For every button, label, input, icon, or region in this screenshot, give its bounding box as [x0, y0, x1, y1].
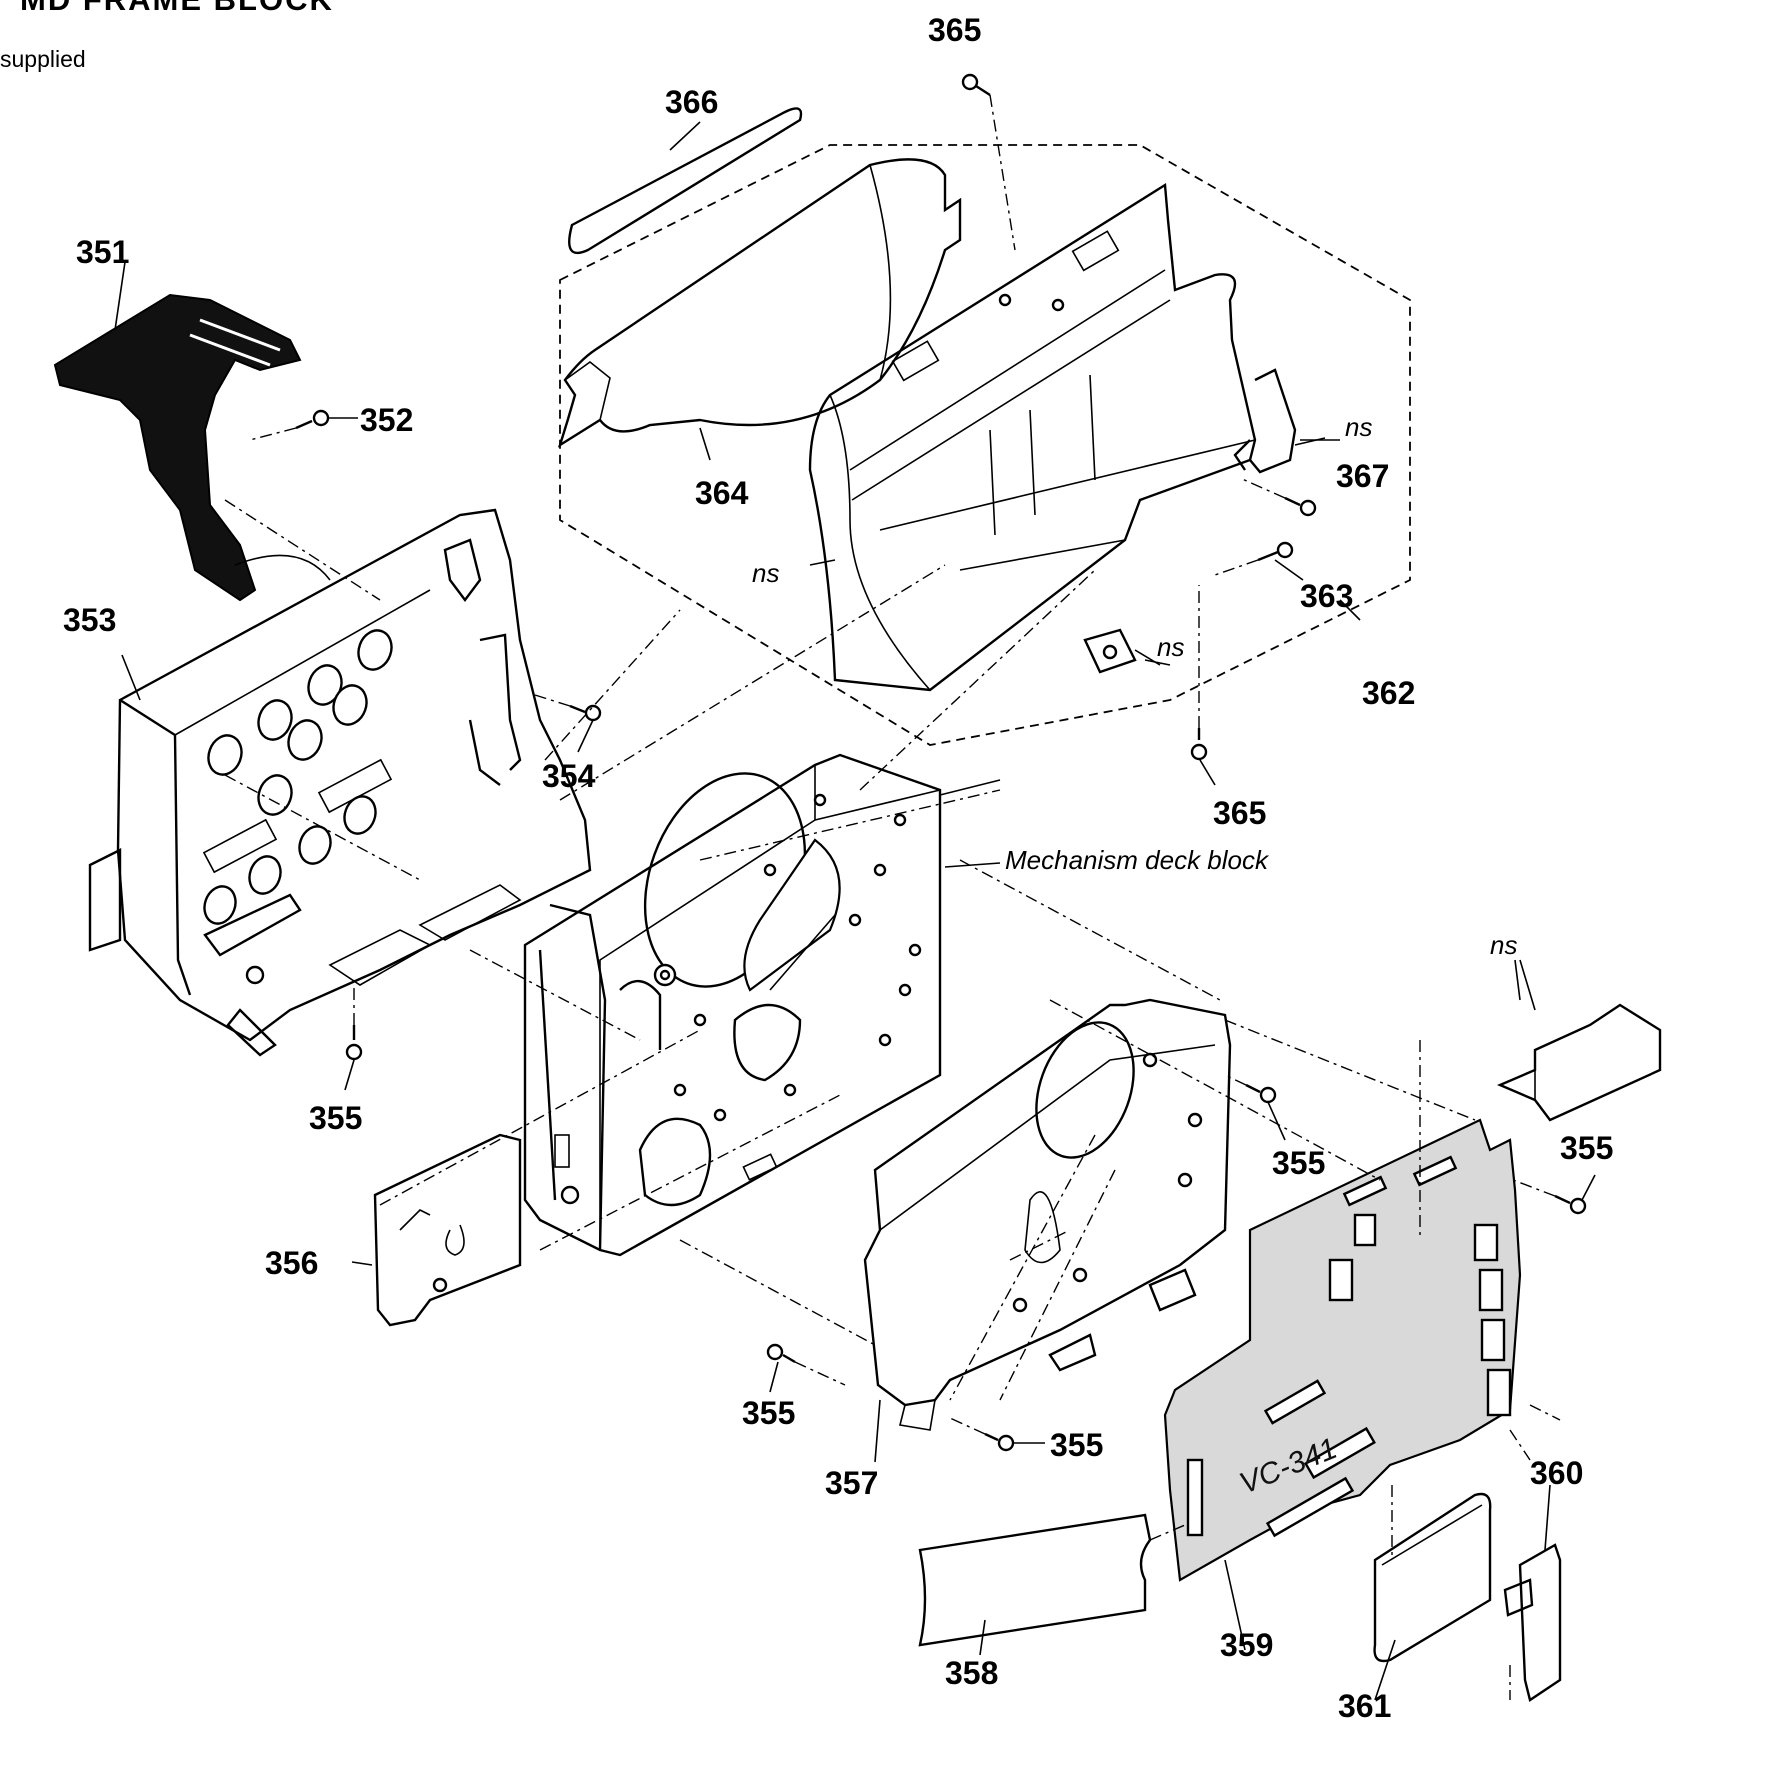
label-353: 353 — [63, 602, 117, 638]
part-353-chassis — [88, 508, 592, 1057]
screw-363 — [1214, 541, 1294, 576]
label-352: 352 — [360, 402, 414, 438]
label-367: 367 — [1336, 458, 1390, 494]
part-351-bracket — [53, 293, 302, 602]
screw-355-left — [344, 985, 363, 1091]
leader-lines — [114, 121, 1551, 1701]
label-355-mid: 355 — [1272, 1145, 1326, 1181]
screw-355-mid — [1224, 1074, 1286, 1141]
screw-365-top — [961, 73, 1016, 251]
ns-mark-clip: ns — [1157, 632, 1185, 662]
label-356: 356 — [265, 1245, 319, 1281]
label-355-low: 355 — [1050, 1427, 1104, 1463]
part-366-strip — [568, 107, 803, 255]
ns-mark-frame: ns — [752, 558, 780, 588]
screw-355-low — [949, 1417, 1045, 1452]
ns-cover-part — [1496, 1003, 1662, 1122]
screw-367 — [1239, 477, 1317, 517]
label-366: 366 — [665, 84, 719, 120]
ns-mark-bracket: ns — [1345, 412, 1373, 442]
screw-352 — [249, 409, 358, 441]
label-357: 357 — [825, 1465, 879, 1501]
label-355-left: 355 — [309, 1100, 363, 1136]
part-356-shield — [373, 1133, 522, 1327]
label-354: 354 — [542, 758, 596, 794]
label-358: 358 — [945, 1655, 999, 1691]
label-355-deck: 355 — [742, 1395, 796, 1431]
label-361: 361 — [1338, 1688, 1392, 1724]
screw-355-right — [1499, 1174, 1596, 1215]
part-360-bracket — [1503, 1543, 1562, 1702]
screw-355-deck — [766, 1343, 846, 1393]
label-363: 363 — [1300, 578, 1354, 614]
screw-354 — [534, 694, 602, 753]
label-365-bottom: 365 — [1213, 795, 1267, 831]
part-361-sheet — [1373, 1485, 1492, 1663]
part-359-board — [1163, 1118, 1522, 1582]
mechanism-deck — [523, 753, 1001, 1257]
ns-mark-cover: ns — [1490, 930, 1518, 960]
screw-365-bottom — [1190, 585, 1208, 761]
diagram-title: MD FRAME BLOCK — [20, 0, 334, 18]
assembly-lines — [224, 499, 1561, 1461]
mechanism-deck-label: Mechanism deck block — [1005, 845, 1268, 875]
part-357-plate — [863, 998, 1232, 1431]
label-355-right: 355 — [1560, 1130, 1614, 1166]
label-359: 359 — [1220, 1627, 1274, 1663]
label-365-top: 365 — [928, 12, 982, 48]
part-358-cable — [918, 1513, 1186, 1647]
supplied-note: supplied — [0, 46, 86, 72]
label-360: 360 — [1530, 1455, 1584, 1491]
part-364-sheet — [557, 158, 962, 448]
label-362: 362 — [1362, 675, 1416, 711]
label-364: 364 — [695, 475, 749, 511]
label-351: 351 — [76, 234, 130, 270]
part-362-frame-group — [559, 144, 1411, 746]
